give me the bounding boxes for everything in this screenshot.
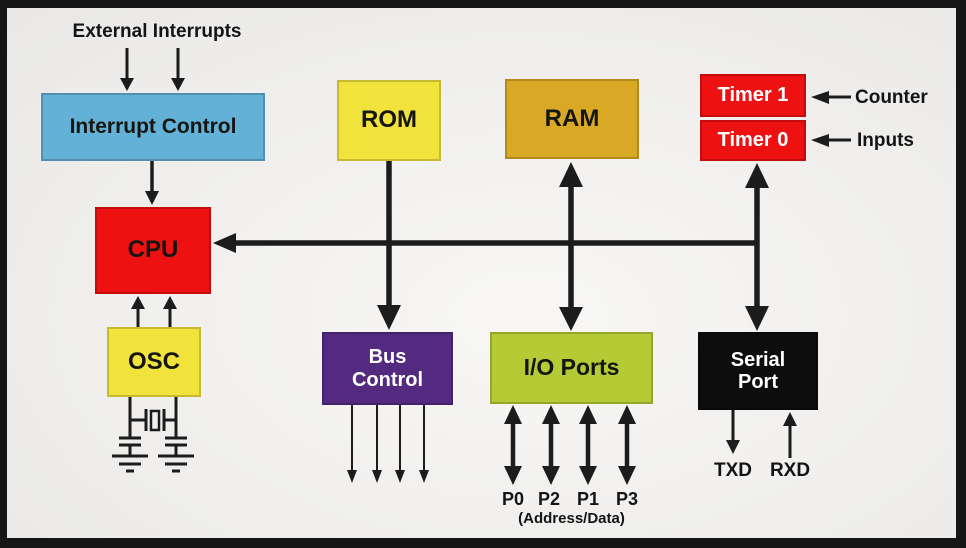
interrupt-control-block: Interrupt Control	[41, 93, 265, 161]
io-ports-label: I/O Ports	[523, 354, 620, 381]
ram-label: RAM	[544, 104, 600, 132]
timer-serial-double-arrow	[745, 163, 769, 331]
port-p1-label: P1	[576, 489, 600, 509]
rom-to-buscontrol-arrow	[377, 161, 401, 330]
ground-right-icon	[158, 454, 194, 473]
interrupt-to-cpu-arrow	[145, 161, 159, 205]
serial-port-label-line1: Serial	[730, 348, 786, 371]
bus-control-output-arrows	[347, 405, 429, 483]
port-p0-label: P0	[501, 489, 525, 509]
timer0-block: Timer 0	[700, 120, 806, 161]
ground-left-icon	[112, 454, 148, 473]
system-bus-arrow	[213, 233, 757, 253]
serial-port-block: Serial Port	[698, 332, 818, 410]
crystal-icon	[130, 409, 176, 432]
inputs-arrow	[811, 134, 851, 147]
rom-label: ROM	[361, 106, 417, 134]
rom-block: ROM	[337, 80, 441, 161]
interrupt-control-label: Interrupt Control	[69, 115, 237, 139]
txd-label: TXD	[714, 460, 752, 481]
rxd-label: RXD	[769, 460, 811, 481]
bus-control-block: Bus Control	[322, 332, 453, 405]
osc-label: OSC	[127, 347, 180, 375]
io-port-double-arrows	[504, 405, 636, 485]
external-interrupt-arrows	[120, 48, 185, 91]
timer1-label: Timer 1	[717, 84, 789, 107]
osc-block: OSC	[107, 327, 201, 397]
txd-arrow	[726, 410, 740, 454]
capacitor-right-icon	[165, 436, 187, 455]
crystal-oscillator-circuit	[112, 397, 194, 473]
ram-io-double-arrow	[559, 162, 583, 331]
capacitor-left-icon	[119, 436, 141, 455]
rxd-arrow	[783, 412, 797, 458]
counter-label: Counter	[855, 87, 928, 108]
external-interrupts-label: External Interrupts	[72, 21, 242, 42]
serial-port-label-line2: Port	[738, 371, 778, 393]
io-ports-block: I/O Ports	[490, 332, 653, 404]
cpu-block: CPU	[95, 207, 211, 294]
counter-arrow	[811, 91, 851, 104]
address-data-label: (Address/Data)	[518, 510, 625, 527]
port-p2-label: P2	[537, 489, 561, 509]
timer0-label: Timer 0	[717, 129, 789, 152]
osc-to-cpu-arrows	[131, 296, 177, 327]
cpu-label: CPU	[127, 236, 179, 264]
bus-control-label-line2: Control	[351, 368, 424, 391]
inputs-label: Inputs	[857, 130, 914, 151]
timer1-block: Timer 1	[700, 74, 806, 117]
ram-block: RAM	[505, 79, 639, 159]
bus-control-label-line1: Bus	[368, 346, 407, 369]
port-p3-label: P3	[615, 489, 639, 509]
